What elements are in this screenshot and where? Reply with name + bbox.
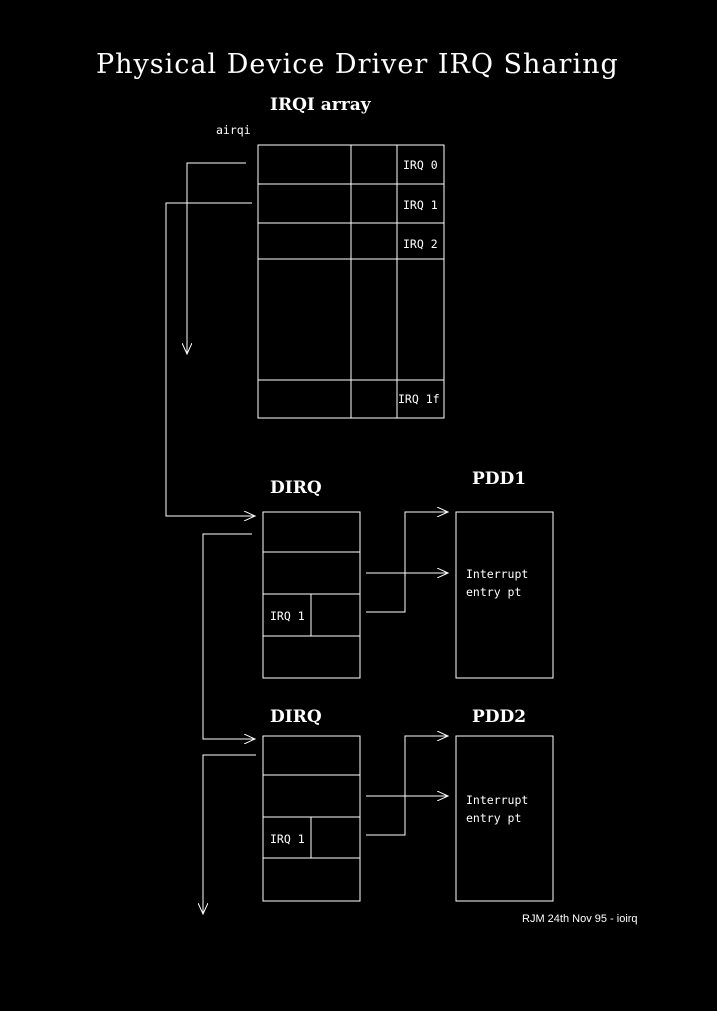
dirq2-irq-to-pdd2-arrow bbox=[366, 736, 448, 836]
irqi-array-heading: IRQI array bbox=[270, 95, 372, 115]
irqi-row-irq1: IRQ 1 bbox=[403, 198, 438, 212]
irqi-row1-to-dirq1-arrow bbox=[165, 202, 255, 516]
dirq2-block bbox=[262, 735, 361, 902]
irqi-array-table bbox=[257, 144, 445, 419]
dirq1-to-dirq2-arrow bbox=[202, 533, 255, 739]
pdd1-heading: PDD1 bbox=[472, 469, 526, 489]
irqi-row-irq2: IRQ 2 bbox=[403, 237, 438, 251]
credit-text: RJM 24th Nov 95 - ioirq bbox=[522, 913, 638, 925]
airqi-pointer-label: airqi bbox=[216, 123, 251, 137]
dirq2-heading: DIRQ bbox=[270, 707, 322, 727]
pdd2-block bbox=[455, 735, 554, 902]
irqi-row0-pointer-arrow bbox=[187, 162, 246, 354]
dirq1-block bbox=[262, 511, 361, 679]
dirq1-heading: DIRQ bbox=[270, 478, 322, 498]
dirq1-irq-label: IRQ 1 bbox=[270, 609, 305, 623]
irqi-row-irq1f: IRQ 1f bbox=[398, 392, 440, 406]
dirq2-irq-label: IRQ 1 bbox=[270, 832, 305, 846]
diagram-title: Physical Device Driver IRQ Sharing bbox=[96, 49, 619, 80]
pdd2-text-line1: Interrupt bbox=[466, 793, 528, 807]
dirq1-irq-to-pdd1-arrow bbox=[366, 512, 448, 613]
pdd1-text-line2: entry pt bbox=[466, 585, 521, 599]
pdd2-text-line2: entry pt bbox=[466, 811, 521, 825]
dirq2-next-pointer-arrow bbox=[203, 754, 256, 914]
pdd2-heading: PDD2 bbox=[472, 707, 526, 727]
pdd1-block bbox=[455, 511, 554, 679]
pdd1-text-line1: Interrupt bbox=[466, 567, 528, 581]
irqi-row-irq0: IRQ 0 bbox=[403, 158, 438, 172]
